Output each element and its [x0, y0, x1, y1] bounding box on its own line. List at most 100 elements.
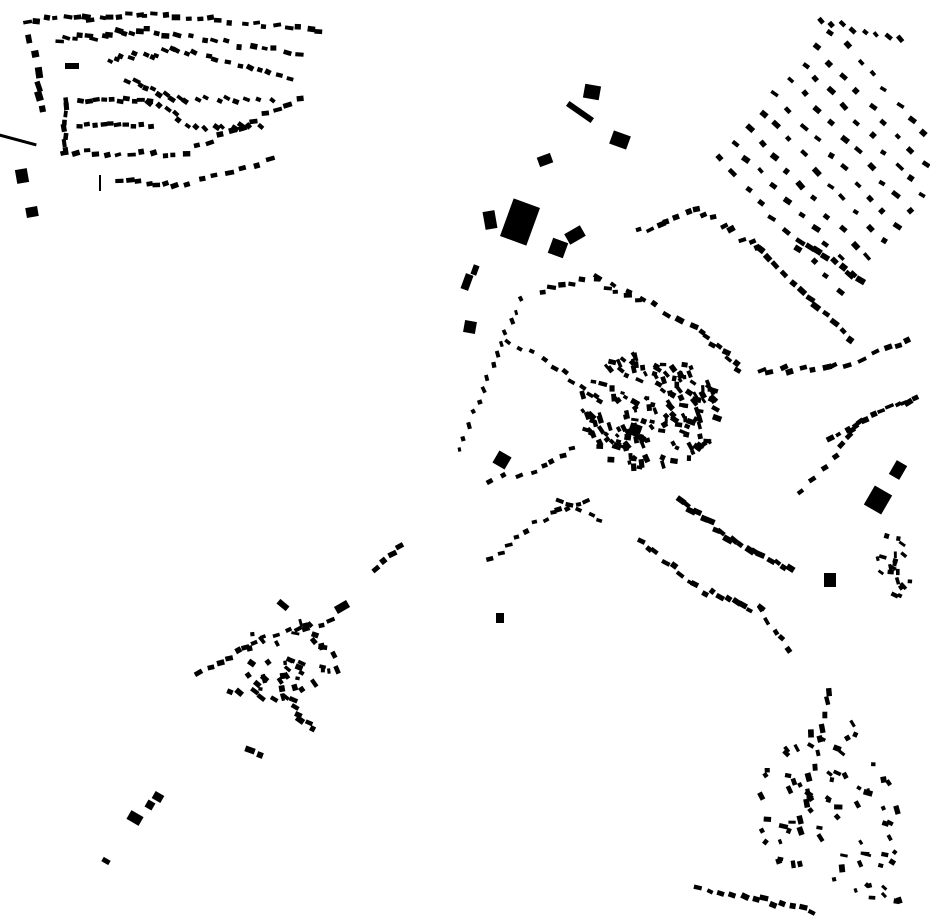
building	[766, 556, 776, 566]
building	[671, 213, 680, 221]
building	[632, 352, 639, 361]
building	[877, 862, 884, 869]
building	[31, 49, 40, 59]
building	[244, 745, 256, 755]
building	[805, 294, 816, 304]
building	[108, 96, 115, 102]
building	[116, 98, 124, 105]
building	[758, 139, 767, 148]
building	[298, 669, 305, 676]
building	[768, 181, 778, 190]
building	[319, 664, 327, 670]
building	[773, 558, 782, 567]
building	[899, 581, 908, 591]
building	[894, 576, 901, 585]
building	[127, 54, 136, 61]
building	[824, 573, 836, 587]
building	[250, 639, 258, 646]
building	[120, 30, 128, 37]
building	[202, 94, 210, 101]
building	[670, 440, 677, 447]
building	[884, 32, 893, 41]
building	[840, 162, 849, 172]
building	[824, 695, 831, 706]
building	[856, 859, 864, 868]
building	[854, 181, 862, 189]
building	[674, 445, 680, 451]
building	[105, 14, 114, 20]
building	[504, 338, 512, 346]
building	[696, 421, 703, 430]
building	[147, 123, 155, 130]
building	[522, 528, 530, 536]
building	[905, 146, 915, 155]
building	[911, 394, 920, 402]
building	[864, 882, 871, 889]
building	[833, 813, 841, 821]
building	[171, 14, 181, 21]
building	[59, 150, 67, 157]
building	[798, 903, 808, 911]
building	[829, 776, 835, 783]
building	[258, 635, 266, 645]
building	[222, 37, 230, 44]
large-building	[482, 210, 498, 230]
building	[504, 542, 513, 548]
building	[779, 269, 789, 279]
building	[763, 816, 772, 823]
building	[810, 301, 822, 312]
building	[306, 621, 314, 629]
building	[857, 58, 865, 66]
building	[706, 888, 714, 895]
building	[275, 72, 284, 79]
building	[796, 814, 804, 825]
building	[83, 148, 91, 153]
building	[696, 441, 706, 449]
building	[91, 151, 100, 157]
building	[762, 252, 773, 263]
building	[708, 587, 716, 595]
building	[76, 32, 83, 39]
building	[689, 379, 697, 386]
building	[783, 745, 791, 754]
building	[827, 151, 836, 160]
building	[285, 656, 294, 664]
building	[326, 668, 331, 674]
building	[99, 15, 107, 21]
building	[272, 632, 281, 639]
building	[721, 348, 732, 357]
building	[701, 397, 707, 404]
building	[894, 133, 902, 140]
building	[812, 763, 818, 771]
building	[758, 827, 766, 834]
building	[807, 729, 814, 738]
building	[648, 423, 655, 431]
building	[296, 95, 304, 102]
building	[790, 777, 798, 786]
building	[782, 749, 791, 758]
building	[34, 66, 44, 79]
building	[612, 289, 618, 294]
building	[883, 343, 893, 352]
building	[117, 52, 124, 60]
building	[903, 397, 914, 408]
building	[169, 181, 180, 190]
building	[824, 794, 832, 802]
building	[888, 858, 897, 866]
building	[387, 549, 398, 559]
building	[895, 536, 901, 542]
building	[812, 42, 822, 51]
building	[314, 28, 323, 35]
building	[771, 119, 782, 130]
building	[826, 183, 835, 190]
building	[101, 856, 111, 866]
building	[802, 62, 811, 70]
building	[123, 78, 132, 85]
building	[838, 262, 849, 272]
building	[732, 359, 741, 368]
building	[689, 579, 700, 589]
building	[256, 751, 264, 759]
building	[161, 180, 170, 187]
building	[724, 594, 733, 603]
building	[692, 442, 703, 453]
